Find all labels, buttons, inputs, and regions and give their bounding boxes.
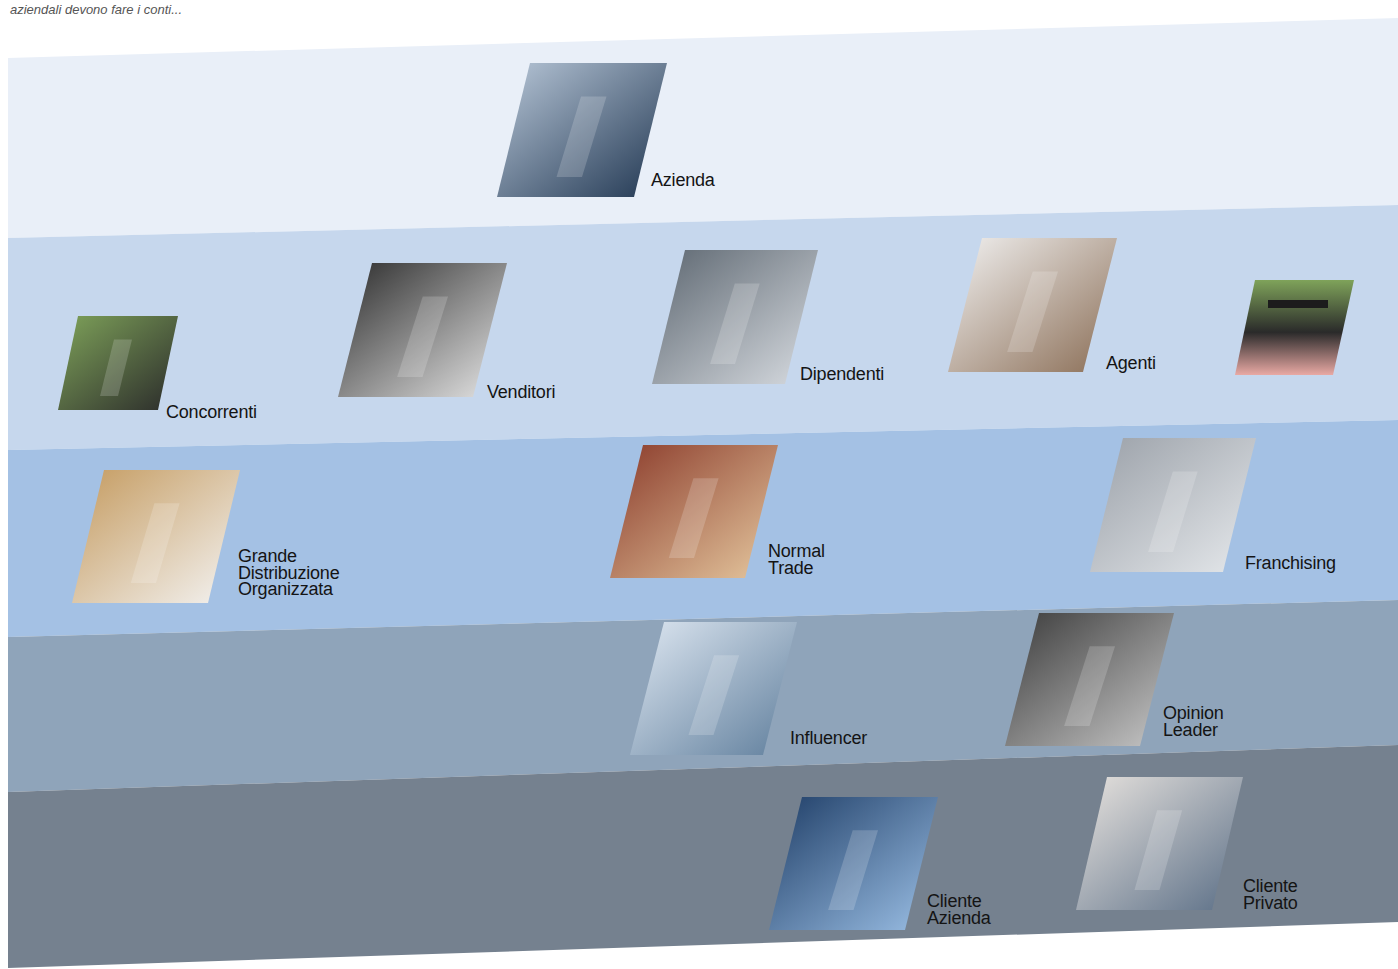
photo-tile: [1235, 280, 1354, 375]
stakeholder-tile: Cliente Privato: [1076, 777, 1243, 910]
photo-detail: [1064, 646, 1115, 726]
band: [8, 18, 1398, 238]
photo-tile: [1005, 613, 1174, 746]
tile-label: Influencer: [790, 730, 867, 747]
photo-tile: [1076, 777, 1243, 910]
stakeholder-tile: Venditori: [338, 263, 507, 397]
stakeholder-tile: Grande Distribuzione Organizzata: [72, 470, 240, 603]
photo-fill: [610, 445, 778, 578]
tile-label: Cliente Privato: [1243, 878, 1298, 911]
photo-fill: [630, 622, 797, 755]
photo-fill: [58, 316, 178, 410]
photo-fill: [72, 470, 240, 603]
photo-fill: [1090, 438, 1256, 572]
note-text: aziendali devono fare i conti...: [10, 2, 182, 17]
stakeholder-tile: Influencer: [630, 622, 797, 755]
tile-label: Azienda: [651, 172, 715, 189]
band: [8, 745, 1398, 968]
photo-detail: [1007, 272, 1058, 352]
photo-detail: [669, 478, 719, 558]
photo-detail: [1134, 810, 1182, 890]
band: [8, 420, 1398, 637]
photo-detail: [131, 503, 180, 583]
photo-detail: [557, 97, 607, 177]
photo-detail: [710, 284, 760, 364]
tile-label: Franchising: [1245, 555, 1336, 572]
tile-label: Grande Distribuzione Organizzata: [238, 548, 339, 598]
photo-fill: [1005, 613, 1174, 746]
photo-detail: [1268, 300, 1328, 308]
stakeholder-tile: Normal Trade: [610, 445, 778, 578]
stakeholder-tile: Cliente Azienda: [769, 797, 938, 930]
tile-label: Venditori: [487, 384, 555, 401]
photo-tile: [948, 238, 1117, 372]
photo-tile: [652, 250, 818, 384]
photo-detail: [1148, 472, 1198, 552]
photo-detail: [100, 340, 132, 396]
tile-label: Cliente Azienda: [927, 893, 991, 926]
photo-fill: [1076, 777, 1243, 910]
tile-label: Opinion Leader: [1163, 705, 1224, 738]
photo-fill: [497, 63, 667, 197]
stakeholder-tile: Agenti: [948, 238, 1117, 372]
photo-fill: [948, 238, 1117, 372]
tile-label: Agenti: [1106, 355, 1156, 372]
stakeholder-tile: Dipendenti: [652, 250, 818, 384]
stakeholder-tile: Opinion Leader: [1005, 613, 1174, 746]
photo-tile: [769, 797, 938, 930]
tile-label: Concorrenti: [166, 404, 257, 421]
photo-detail: [397, 297, 448, 377]
band: [8, 205, 1398, 450]
photo-tile: [58, 316, 178, 410]
photo-tile: [497, 63, 667, 197]
photo-detail: [828, 830, 878, 910]
photo-tile: [338, 263, 507, 397]
stakeholder-tile: Azienda: [497, 63, 667, 197]
photo-fill: [338, 263, 507, 397]
photo-tile: [1090, 438, 1256, 572]
photo-tile: [610, 445, 778, 578]
tile-label: Dipendenti: [800, 366, 884, 383]
stakeholder-tile: Franchising: [1090, 438, 1256, 572]
photo-tile: [72, 470, 240, 603]
photo-tile: [630, 622, 797, 755]
photo-fill: [769, 797, 938, 930]
photo-detail: [688, 655, 739, 735]
stakeholder-tile: Concorrenti: [58, 316, 178, 410]
tile-label: Normal Trade: [768, 543, 825, 576]
photo-fill: [652, 250, 818, 384]
